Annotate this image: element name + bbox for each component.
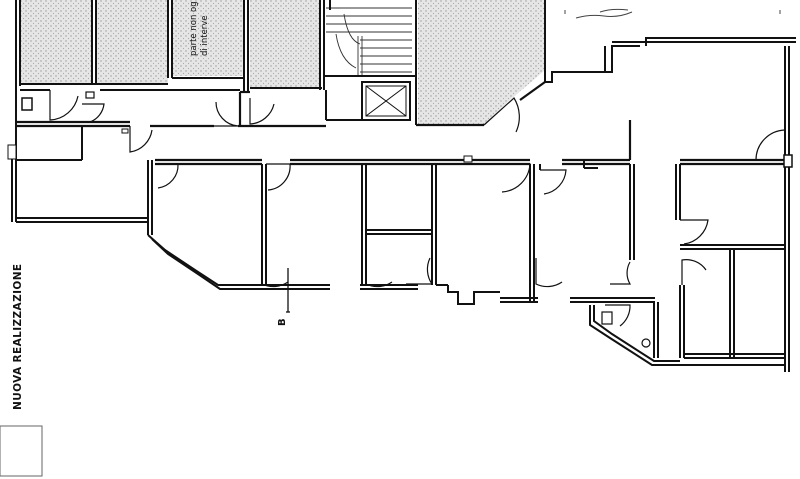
upper-right-block xyxy=(544,37,796,372)
right-lower-block xyxy=(589,154,793,366)
openings xyxy=(7,128,473,163)
section-marker-label: B xyxy=(277,318,288,326)
stair-core xyxy=(324,0,416,121)
existing-room-5 xyxy=(418,0,545,125)
existing-room-3 xyxy=(172,0,244,76)
note-line-2: di interve xyxy=(200,15,210,56)
existing-room-1 xyxy=(20,0,92,84)
door-swings xyxy=(49,90,786,327)
left-rooms xyxy=(11,89,240,235)
existing-building xyxy=(15,0,546,125)
corridor-walls xyxy=(16,81,785,166)
note-line-1: parte non og xyxy=(189,1,199,56)
existing-room-2 xyxy=(96,0,168,84)
existing-room-4 xyxy=(250,0,320,88)
section-line-b: B xyxy=(277,268,290,326)
title-vertical: NUOVA REALIZZAZIONE xyxy=(12,264,24,411)
existing-note: parte non og di interve xyxy=(189,1,210,56)
lower-offices xyxy=(147,160,655,305)
handwritten-marks xyxy=(564,8,781,19)
legend-box xyxy=(0,425,43,477)
